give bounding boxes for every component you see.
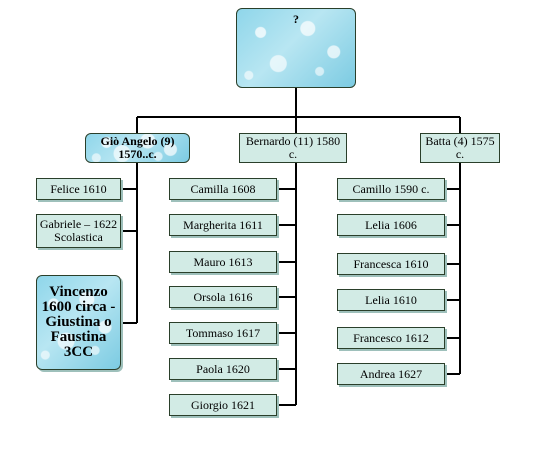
child-felice: Felice 1610 [36,178,121,200]
child-mauro: Mauro 1613 [169,251,277,273]
child-lelia-1606: Lelia 1606 [337,214,445,236]
child-margherita: Margherita 1611 [169,214,277,236]
child-gabriele: Gabriele – 1622 Scolastica [36,214,121,248]
child-tommaso: Tommaso 1617 [169,322,277,344]
child-giorgio: Giorgio 1621 [169,394,277,416]
child-paola: Paola 1620 [169,358,277,380]
child-camilla: Camilla 1608 [169,178,277,200]
child-andrea: Andrea 1627 [337,363,445,385]
branch-bernardo: Bernardo (11) 1580 c. [239,133,347,163]
child-lelia-1610: Lelia 1610 [337,289,445,311]
branch-batta: Batta (4) 1575 c. [420,133,500,163]
child-francesca: Francesca 1610 [337,253,445,275]
branch-gio-angelo: Giò Angelo (9) 1570..c. [85,133,190,163]
child-orsola: Orsola 1616 [169,286,277,308]
root-node: ? [236,8,356,88]
child-francesco: Francesco 1612 [337,327,445,349]
child-camillo: Camillo 1590 c. [337,178,445,200]
child-vincenzo: Vincenzo 1600 circa - Giustina o Faustin… [36,275,121,370]
